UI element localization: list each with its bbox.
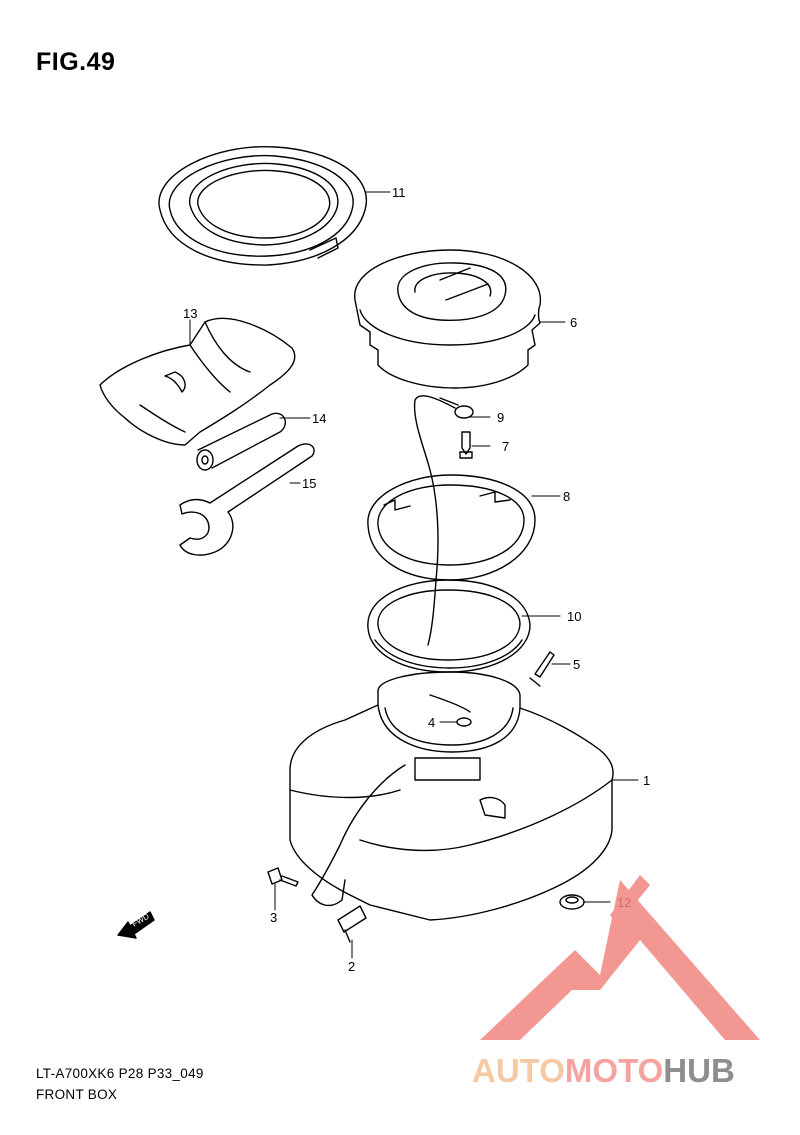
part-12-grommet [559,894,585,910]
callout-14: 14 [312,411,326,426]
callout-4: 4 [428,715,435,730]
part-13-bag [99,317,296,446]
callout-9: 9 [497,410,504,425]
callout-8: 8 [563,489,570,504]
part-11-gasket [158,146,368,266]
watermark-auto: AUTO [472,1052,565,1089]
callout-15: 15 [302,476,316,491]
fwd-arrow-icon: FWD [117,911,155,939]
part-4-connector [429,694,472,727]
part-10-seal [367,579,531,673]
part-1-front-box [289,671,614,921]
callout-3: 3 [270,910,277,925]
callout-7: 7 [502,439,509,454]
callout-1: 1 [643,773,650,788]
part-5-pin [529,651,555,687]
callout-10: 10 [567,609,581,624]
part-8-ring [367,474,536,581]
part-14-tool-case [196,412,286,471]
callout-6: 6 [570,315,577,330]
part-2-clip [337,905,367,943]
part-15-spanner [179,443,315,556]
section-name: FRONT BOX [36,1087,118,1102]
part-9-lanyard [413,395,474,646]
watermark-text: AUTOMOTOHUB [472,1052,735,1090]
watermark-logo-icon [480,875,760,1040]
leader-lines [189,191,639,959]
watermark-hub: HUB [663,1052,735,1089]
watermark-moto: MOTO [564,1052,664,1089]
callout-5: 5 [573,657,580,672]
callout-2: 2 [348,959,355,974]
figure-title: FIG.49 [36,48,116,76]
model-code: LT-A700XK6 P28 P33_049 [36,1066,204,1081]
callout-11: 11 [392,185,406,200]
callout-13: 13 [183,306,197,321]
part-3-bolt [267,867,299,887]
part-7-screw [459,431,473,459]
part-6-cap [354,249,542,389]
